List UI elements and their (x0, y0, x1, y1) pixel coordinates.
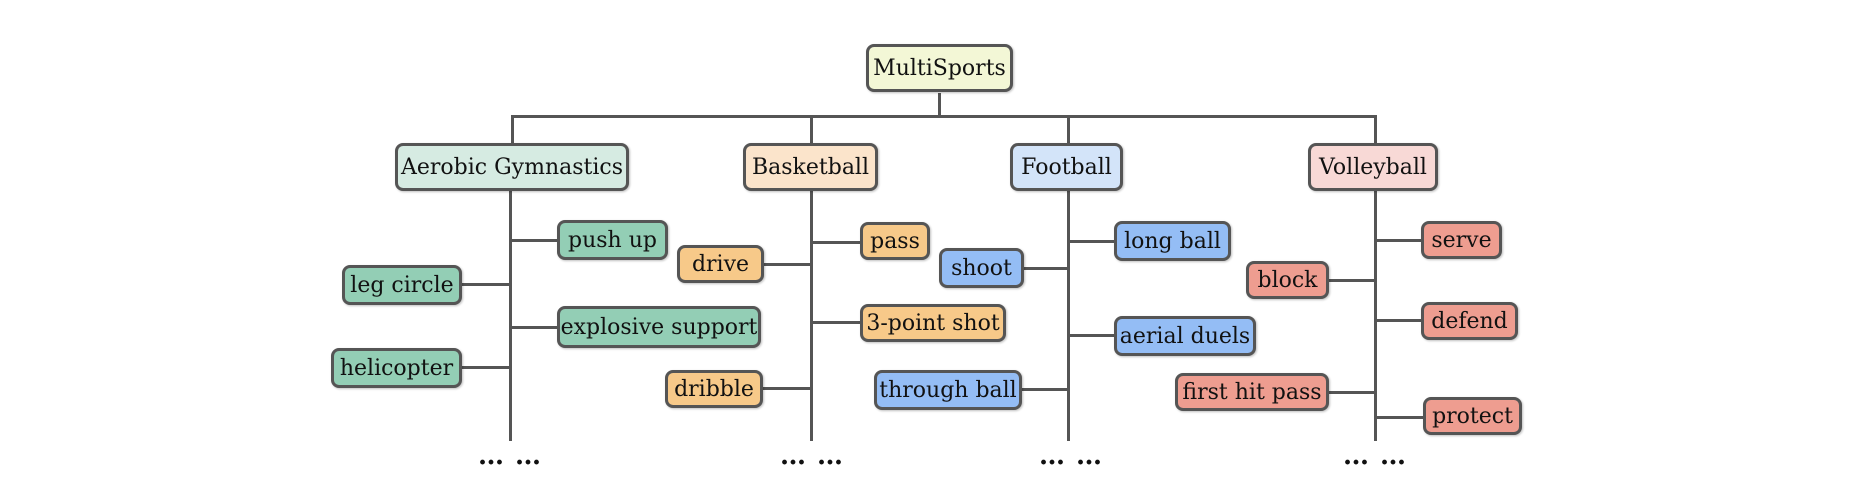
connector (761, 387, 813, 390)
connector (1067, 240, 1115, 243)
connector (938, 93, 941, 117)
category-node-volleyball: Volleyball (1308, 143, 1438, 191)
more-ellipsis: … … (1039, 441, 1104, 471)
action-node: push up (557, 220, 668, 260)
root-node: MultiSports (866, 44, 1013, 92)
more-ellipsis: … … (1343, 441, 1408, 471)
category-node-football: Football (1010, 143, 1123, 191)
connector (1326, 391, 1377, 394)
connector (459, 366, 512, 369)
action-node: helicopter (331, 348, 462, 388)
connector (1022, 267, 1070, 270)
connector (1019, 388, 1070, 391)
connector (1326, 279, 1377, 282)
connector (459, 283, 512, 286)
connector (810, 321, 861, 324)
action-node: first hit pass (1175, 373, 1329, 411)
connector (810, 115, 813, 143)
action-node: pass (860, 222, 930, 260)
action-node: dribble (665, 370, 763, 408)
connector (1067, 334, 1115, 337)
connector (810, 189, 813, 441)
connector (509, 239, 558, 242)
connector (1374, 239, 1422, 242)
action-node: serve (1421, 221, 1502, 259)
connector (511, 115, 514, 143)
connector (511, 115, 1377, 118)
action-node: shoot (939, 248, 1024, 288)
connector (1067, 115, 1070, 143)
connector (1374, 416, 1424, 419)
connector (1374, 115, 1377, 143)
more-ellipsis: … … (780, 441, 845, 471)
connector (810, 241, 861, 244)
more-ellipsis: … … (478, 441, 543, 471)
category-node-aerobic-gymnastics: Aerobic Gymnastics (395, 143, 629, 191)
connector (1067, 189, 1070, 441)
action-node: protect (1423, 397, 1522, 435)
connector (1374, 319, 1422, 322)
connector (1374, 189, 1377, 441)
action-node: leg circle (342, 265, 462, 305)
action-node: 3-point shot (860, 304, 1006, 342)
action-node: aerial duels (1114, 316, 1256, 356)
connector (509, 326, 558, 329)
connector (762, 263, 813, 266)
action-node: drive (677, 245, 764, 283)
action-node: long ball (1114, 221, 1231, 261)
category-node-basketball: Basketball (743, 143, 878, 191)
action-node: through ball (874, 370, 1022, 410)
action-node: block (1246, 261, 1329, 299)
action-node: explosive support (557, 306, 761, 348)
connector (509, 189, 512, 441)
action-node: defend (1421, 302, 1518, 340)
